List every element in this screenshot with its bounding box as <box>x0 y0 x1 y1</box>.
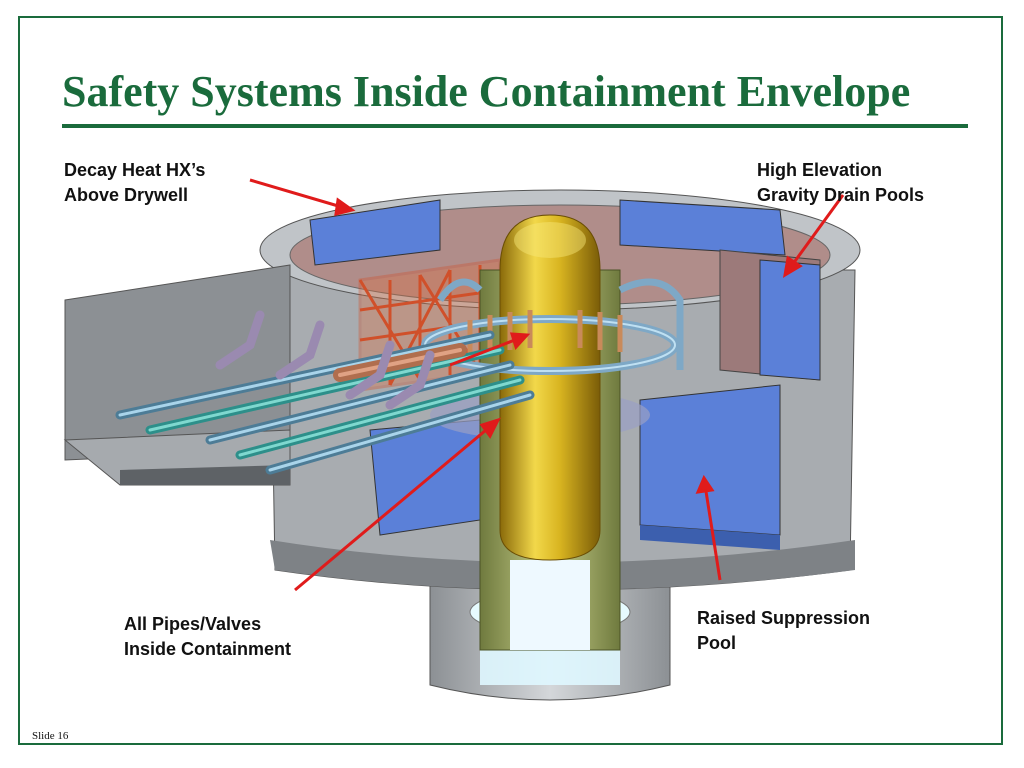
callout-suppression-pool: Raised Suppression Pool <box>697 606 870 656</box>
slide-frame <box>18 16 1003 745</box>
callout-pipes-valves-line-1: All Pipes/Valves <box>124 614 262 634</box>
title-underline <box>62 124 968 128</box>
callout-suppression-pool-line-1: Raised Suppression <box>697 608 871 628</box>
slide-title: Safety Systems Inside Containment Envelo… <box>62 67 911 116</box>
reactor-pressure-vessel <box>499 214 601 561</box>
callout-arrows <box>249 178 845 592</box>
callout-decay-heat-line-2: Above Drywell <box>64 185 189 205</box>
callout-suppression-pool-line-2: Pool <box>697 633 736 653</box>
reactor-cutaway-diagram <box>63 178 861 701</box>
callout-pipes-valves: All Pipes/Valves Inside Containment <box>124 612 291 662</box>
callout-gravity-pools: High Elevation Gravity Drain Pools <box>757 158 924 208</box>
callout-decay-heat: Decay Heat HX’s Above Drywell <box>64 158 205 208</box>
callout-pipes-valves-line-2: Inside Containment <box>124 639 292 659</box>
steam-pipes <box>115 310 535 475</box>
gravity-drain-pools <box>309 199 821 381</box>
slide-number: Slide 16 <box>32 730 69 742</box>
callout-gravity-pools-line-2: Gravity Drain Pools <box>757 185 925 205</box>
callout-gravity-pools-line-1: High Elevation <box>757 160 883 180</box>
callout-decay-heat-line-1: Decay Heat HX’s <box>64 160 206 180</box>
